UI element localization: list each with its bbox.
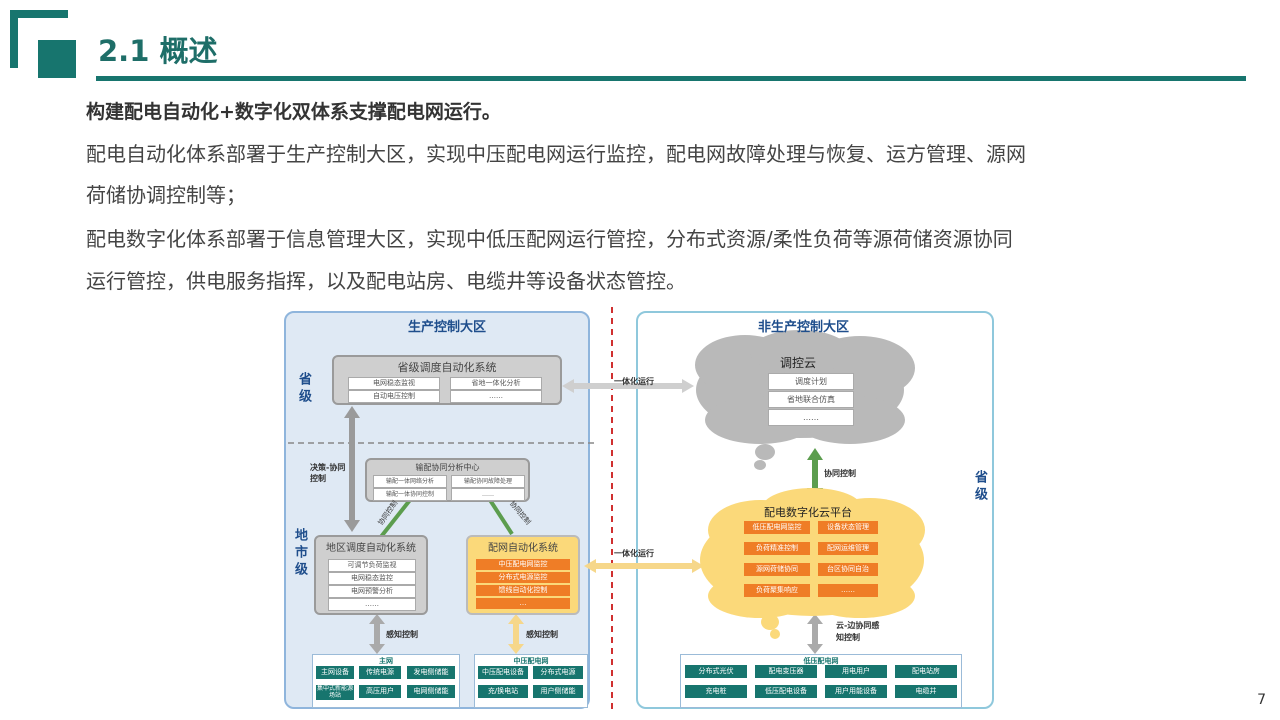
lv-grid-cell: 低压配电设备 [755, 685, 817, 698]
province-cell: …… [450, 390, 542, 403]
digital-cell: 负荷精准控制 [744, 542, 810, 555]
page-number: 7 [1257, 692, 1266, 708]
mv-grid-cell: 充/换电站 [478, 685, 528, 698]
digital-cloud-title: 配电数字化云平台 [764, 506, 852, 519]
coord-cell: 输配一体协同控制 [373, 488, 447, 501]
paragraph-2-line-2: 运行管控，供电服务指挥，以及配电站房、电缆井等设备状态管控。 [86, 269, 686, 293]
cloud-coord-label: 协同控制 [824, 469, 856, 478]
da-cell: 分布式电源监控 [476, 572, 570, 583]
digital-cell: 负荷聚集响应 [744, 584, 810, 597]
main-grid-cell: 发电侧储能 [407, 666, 455, 679]
main-grid-title: 主网 [379, 657, 393, 665]
coord-cell: 输配协同故障处理 [451, 475, 525, 488]
digital-cell: …… [818, 584, 878, 597]
coordination-center: 输配协同分析中心 输配一体网络分析 输配协同故障处理 输配一体协同控制 …… [365, 458, 530, 502]
integrated-label-bottom: 一体化运行 [614, 549, 654, 558]
city-system-title: 地区调度自动化系统 [326, 543, 416, 554]
title-rule [96, 76, 1246, 81]
mv-grid-title: 中压配电网 [513, 657, 549, 665]
right-panel-title: 非生产控制大区 [758, 320, 850, 335]
digital-cell: 配网运维管理 [818, 542, 878, 555]
dispatch-cloud-title: 调控云 [780, 356, 817, 370]
province-label-left: 省级 [296, 372, 311, 406]
lv-grid-cell: 分布式光伏 [685, 665, 747, 678]
city-cell: 可调节负荷监视 [328, 559, 416, 572]
digital-cell: 低压配电网监控 [744, 521, 810, 534]
logo-block [38, 40, 76, 78]
coord-arrow-right [488, 498, 514, 536]
province-cell: 省地一体化分析 [450, 377, 542, 390]
da-cell: 中压配电网监控 [476, 559, 570, 570]
city-cell: …… [328, 598, 416, 611]
lv-grid-cell: 充电桩 [685, 685, 747, 698]
city-cell: 电网预警分析 [328, 585, 416, 598]
dispatch-cell: …… [768, 409, 854, 426]
logo-frame [10, 10, 68, 68]
lv-grid-cell: 配电站房 [895, 665, 957, 678]
main-grid-box: 主网 主网设备 传统电源 发电侧储能 集中式新能源场站 高压用户 电网侧储能 [312, 654, 460, 708]
main-grid-cell: 集中式新能源场站 [316, 685, 354, 700]
da-cell: 馈线自动化控制 [476, 585, 570, 596]
coord-cell: 输配一体网络分析 [373, 475, 447, 488]
lv-grid-cell: 用户用能设备 [825, 685, 887, 698]
lv-grid-cell: 电缆井 [895, 685, 957, 698]
perception-label-2: 感知控制 [526, 630, 558, 639]
lead-text: 构建配电自动化+数字化双体系支撑配电网运行。 [86, 101, 501, 123]
main-grid-cell: 高压用户 [359, 685, 401, 698]
province-system-title: 省级调度自动化系统 [397, 361, 497, 374]
paragraph-1-line-1: 配电自动化体系部署于生产控制大区，实现中压配电网运行监控，配电网故障处理与恢复、… [86, 142, 1026, 166]
main-grid-cell: 电网侧储能 [407, 685, 455, 698]
perception-label-1: 感知控制 [386, 630, 418, 639]
distribution-automation-system: 配网自动化系统 中压配电网监控 分布式电源监控 馈线自动化控制 … [466, 535, 580, 615]
integrated-label-top: 一体化运行 [614, 377, 654, 386]
main-grid-cell: 主网设备 [316, 666, 354, 679]
province-label-right: 省级 [972, 470, 987, 504]
dispatch-cell: 省地联合仿真 [768, 391, 854, 408]
dispatch-cell: 调度计划 [768, 373, 854, 390]
digital-cell: 设备状态管理 [818, 521, 878, 534]
mv-grid-box: 中压配电网 中压配电设备 分布式电源 充/换电站 用户侧储能 [474, 654, 588, 708]
digital-cell: 源网荷储协同 [744, 563, 810, 576]
digital-cell: 台区协同自治 [818, 563, 878, 576]
da-cell: … [476, 598, 570, 609]
left-panel-title: 生产控制大区 [408, 320, 487, 335]
coord-center-title: 输配协同分析中心 [415, 463, 480, 472]
paragraph-2-line-1: 配电数字化体系部署于信息管理大区，实现中低压配网运行管控，分布式资源/柔性负荷等… [86, 227, 1013, 251]
coord-arrow-left [378, 498, 412, 540]
da-system-title: 配网自动化系统 [488, 543, 558, 554]
cloud-edge-label: 云-边协同感知控制 [836, 621, 880, 642]
mv-grid-cell: 分布式电源 [533, 666, 583, 679]
lv-grid-cell: 配电变压器 [755, 665, 817, 678]
lv-grid-cell: 用电用户 [825, 665, 887, 678]
mv-grid-cell: 用户侧储能 [533, 685, 583, 698]
lv-grid-title: 低压配电网 [803, 657, 839, 665]
paragraph-1-line-2: 荷储协调控制等； [86, 183, 246, 207]
page-title: 2.1 概述 [98, 34, 218, 68]
city-label: 地市级 [292, 528, 307, 579]
province-cell: 电网稳态监视 [348, 377, 440, 390]
province-cell: 自动电压控制 [348, 390, 440, 403]
province-dispatch-system: 省级调度自动化系统 电网稳态监视 省地一体化分析 自动电压控制 …… [332, 355, 562, 405]
city-dispatch-system: 地区调度自动化系统 可调节负荷监视 电网稳态监控 电网预警分析 …… [314, 535, 428, 615]
decision-label: 决策-协同控制 [310, 463, 346, 483]
main-grid-cell: 传统电源 [359, 666, 401, 679]
city-cell: 电网稳态监控 [328, 572, 416, 585]
coord-cell: …… [451, 488, 525, 501]
mv-grid-cell: 中压配电设备 [478, 666, 528, 679]
lv-grid-box: 低压配电网 分布式光伏 配电变压器 用电用户 配电站房 充电桩 低压配电设备 用… [680, 654, 962, 708]
